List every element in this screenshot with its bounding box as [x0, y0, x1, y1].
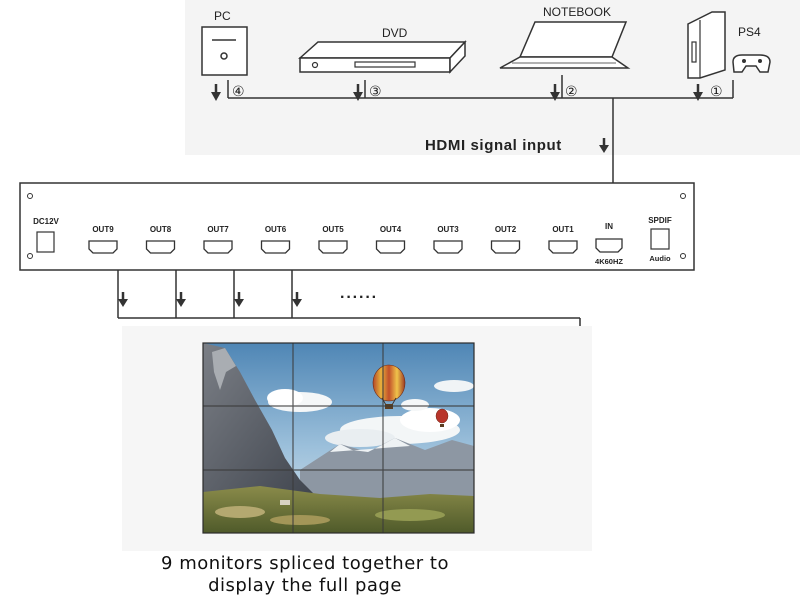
signal-down-arrow-icon — [599, 138, 609, 153]
notebook-screen-icon — [518, 21, 628, 58]
notebook-device: NOTEBOOK — [499, 5, 631, 69]
power-port — [36, 231, 55, 253]
source-bus — [227, 75, 734, 183]
notebook-port-number: ② — [565, 83, 578, 99]
dvd-port-number: ③ — [369, 83, 382, 99]
output-port-label: OUT6 — [265, 225, 287, 234]
notebook-label: NOTEBOOK — [543, 5, 611, 19]
hdmi-output-port — [260, 240, 291, 254]
output-port-label: OUT8 — [150, 225, 172, 234]
output-ports: OUT9 OUT8 OUT7 OUT6 OUT5 OUT4 OUT3 OUT2 OUT1 — [88, 225, 578, 254]
pc-port-number: ④ — [232, 83, 245, 99]
pc-label: PC — [214, 9, 231, 23]
audio-label: Audio — [649, 254, 671, 263]
spdif-audio-port — [650, 228, 670, 250]
hdmi-output-port — [88, 240, 118, 254]
pc-device: PC — [201, 9, 248, 76]
source-arrows — [211, 84, 703, 101]
dvd-label: DVD — [382, 26, 408, 40]
hdmi-output-port — [375, 240, 406, 254]
output-port-label: OUT4 — [380, 225, 402, 234]
input-spec-label: 4K60HZ — [595, 257, 623, 266]
hdmi-output-port — [490, 240, 521, 254]
hdmi-input-port — [595, 238, 623, 253]
caption-line-1: 9 monitors spliced together to — [161, 553, 449, 574]
caption-line-2: display the full page — [208, 575, 402, 596]
more-outputs-ellipsis: ······ — [340, 289, 378, 306]
output-port-label: OUT7 — [207, 225, 229, 234]
small-balloon — [435, 408, 449, 424]
spdif-label: SPDIF — [648, 216, 672, 225]
ps4-port-number: ① — [710, 83, 723, 99]
video-wall-image — [202, 342, 475, 534]
output-port-label: OUT3 — [437, 225, 459, 234]
hdmi-output-port — [548, 240, 578, 254]
dvd-player-icon — [299, 57, 451, 73]
hdmi-output-port — [145, 240, 176, 254]
hdmi-output-port — [433, 240, 463, 254]
hot-air-balloon — [372, 364, 406, 402]
output-port-label: OUT9 — [92, 225, 114, 234]
pc-tower-icon — [201, 26, 248, 76]
output-port-label: OUT2 — [495, 225, 517, 234]
ps4-label: PS4 — [738, 25, 761, 39]
console-icon — [687, 11, 726, 79]
output-arrows — [118, 292, 302, 307]
ps4-device: PS4 — [687, 11, 771, 79]
output-port-label: OUT5 — [322, 225, 344, 234]
input-port-label: IN — [605, 222, 613, 231]
output-port-label: OUT1 — [552, 225, 574, 234]
hdmi-output-port — [318, 240, 348, 254]
hdmi-output-port — [203, 240, 233, 254]
dvd-device: DVD — [298, 26, 467, 74]
power-label: DC12V — [33, 217, 59, 226]
hdmi-signal-label: HDMI signal input — [425, 137, 562, 154]
